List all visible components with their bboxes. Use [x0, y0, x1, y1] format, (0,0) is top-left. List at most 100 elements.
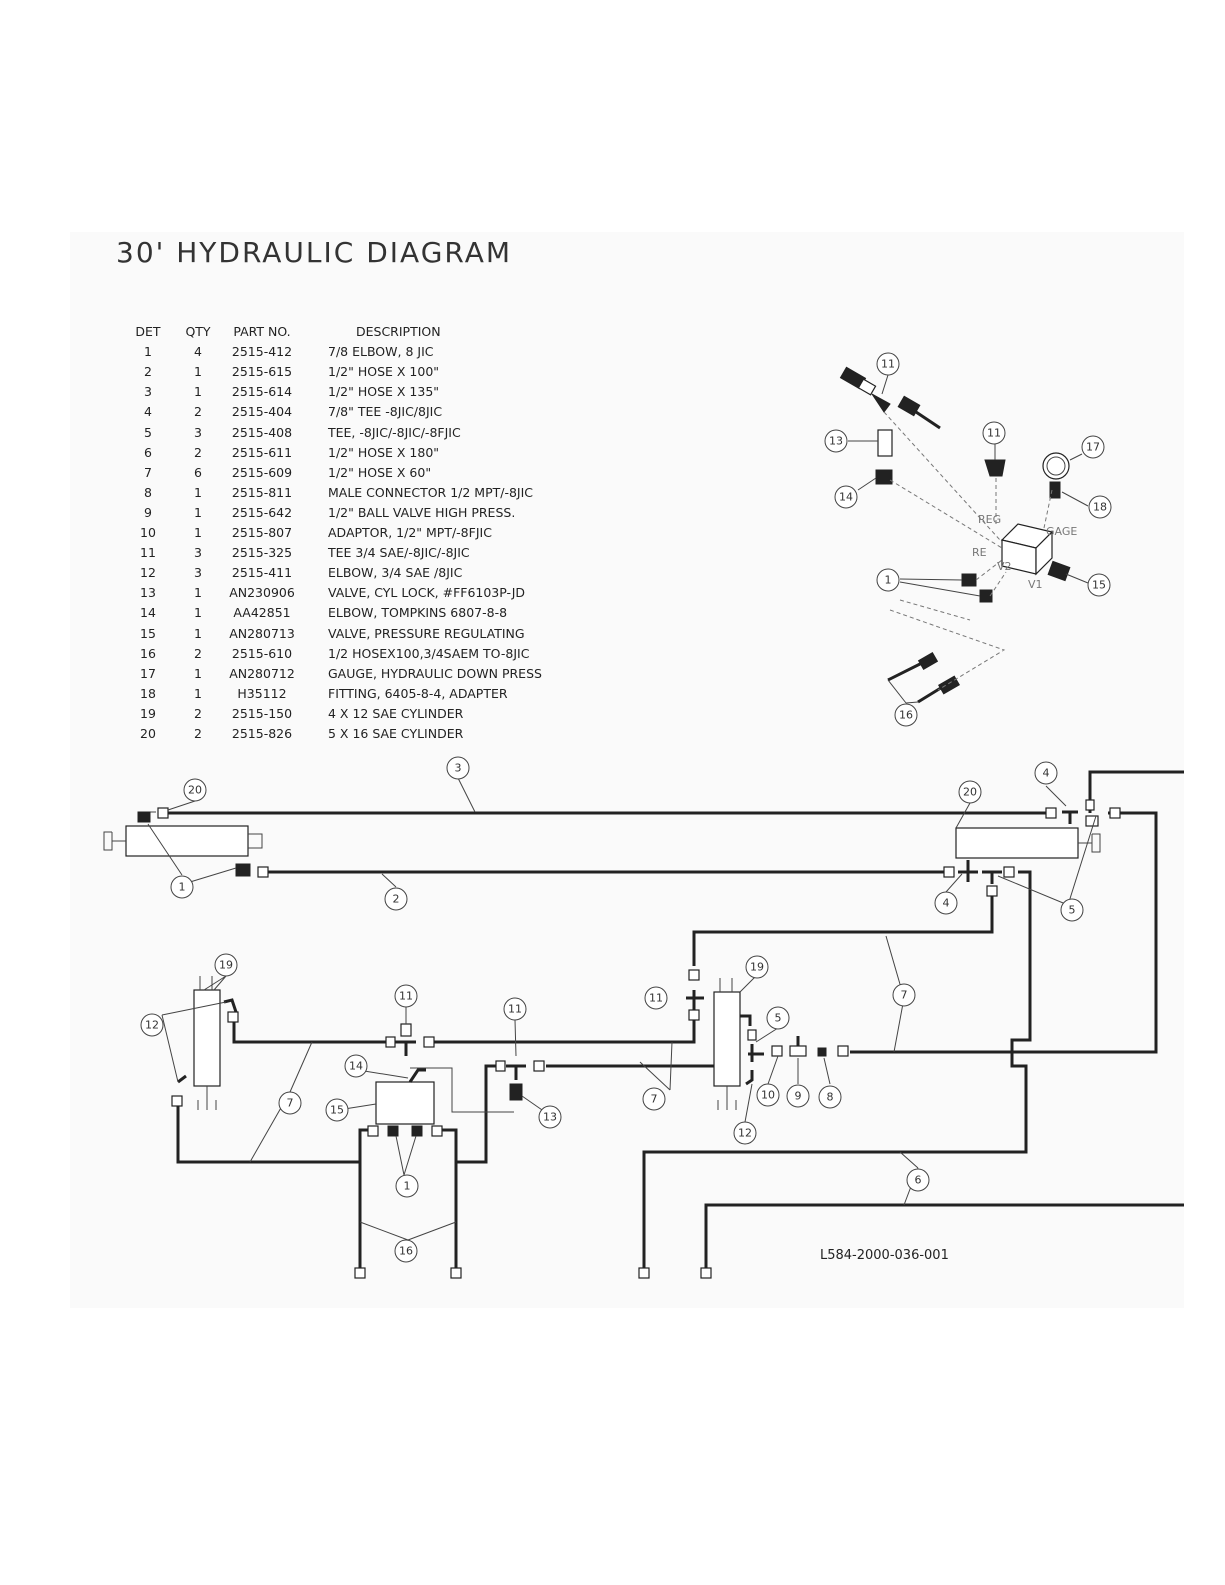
cell-det: 3	[144, 384, 152, 400]
cell-qty: 1	[194, 384, 202, 400]
cell-part: 2515-611	[231, 444, 293, 460]
tee-fitting-11b-detail	[984, 459, 1006, 477]
cell-part: 2515-411	[231, 565, 293, 581]
tee-11-b	[495, 1060, 545, 1101]
svg-text:15: 15	[330, 1104, 344, 1117]
valve-label-v1: V1	[1028, 578, 1043, 591]
cell-desc: 5 X 16 SAE CYLINDER	[328, 726, 464, 741]
cell-det: 14	[140, 605, 156, 621]
svg-text:17: 17	[1086, 441, 1100, 454]
callout-18-detail: 18	[1088, 495, 1112, 519]
valve-label-re: RE	[972, 546, 987, 559]
callout-19-right: 19	[745, 955, 769, 979]
cell-det: 16	[140, 645, 156, 661]
cyl-lock-valve-13	[509, 1083, 523, 1101]
cell-qty: 1	[194, 484, 202, 500]
cell-part: 2515-412	[231, 344, 293, 360]
cell-qty: 1	[194, 605, 202, 621]
elbow-1-detail-a	[961, 573, 977, 587]
cell-det: 20	[140, 726, 156, 741]
cell-det: 10	[140, 525, 156, 540]
svg-text:7: 7	[651, 1093, 658, 1106]
callout-1-left: 1	[170, 875, 194, 899]
cell-part: AN280712	[229, 665, 295, 681]
page-title: 30' HYDRAULIC DIAGRAM	[116, 236, 513, 269]
pressure-regulating-valve-15	[367, 1068, 443, 1137]
svg-text:20: 20	[963, 786, 977, 799]
cell-part: AN280713	[229, 625, 295, 641]
tee-11-a	[385, 1023, 435, 1056]
svg-text:12: 12	[738, 1127, 752, 1140]
drawing-sheet	[70, 232, 1184, 1308]
svg-text:11: 11	[649, 992, 663, 1005]
cylinder-19-right	[713, 978, 764, 1110]
cell-desc: 7/8" TEE -8JIC/8JIC	[328, 404, 443, 420]
callout-15: 15	[325, 1098, 349, 1122]
svg-text:14: 14	[839, 491, 853, 504]
cell-desc: 1/2" HOSE X 100"	[328, 364, 440, 380]
cell-qty: 2	[194, 726, 202, 741]
cell-part: 2515-811	[231, 484, 293, 500]
cell-part: 2515-807	[231, 525, 293, 540]
svg-text:15: 15	[1092, 579, 1106, 592]
callout-11-b: 11	[503, 997, 527, 1021]
cell-desc: 1/2 HOSEX100,3/4SAEM TO-8JIC	[328, 645, 530, 661]
cell-det: 1	[144, 344, 152, 360]
elbow-14-detail	[875, 469, 893, 485]
cell-desc: ELBOW, TOMPKINS 6807-8-8	[328, 605, 508, 621]
adaptor-10	[771, 1045, 783, 1057]
callout-5-upper: 5	[1060, 898, 1084, 922]
header-qty: QTY	[185, 324, 211, 339]
cell-det: 9	[144, 504, 152, 520]
header-desc: DESCRIPTION	[356, 324, 441, 339]
cell-desc: GAUGE, HYDRAULIC DOWN PRESS	[328, 665, 542, 681]
cell-det: 11	[140, 545, 156, 561]
cell-det: 17	[140, 665, 156, 681]
callout-4-lower: 4	[934, 891, 958, 915]
svg-text:12: 12	[145, 1019, 159, 1032]
cell-qty: 1	[194, 685, 202, 701]
cell-det: 12	[140, 565, 156, 581]
cell-desc: VALVE, PRESSURE REGULATING	[328, 625, 525, 641]
svg-text:4: 4	[1043, 767, 1050, 780]
svg-text:7: 7	[901, 989, 908, 1002]
cell-desc: ADAPTOR, 1/2" MPT/-8FJIC	[328, 525, 492, 540]
callout-9: 9	[786, 1084, 810, 1108]
callout-15-detail: 15	[1087, 573, 1111, 597]
callout-8: 8	[818, 1085, 842, 1109]
cell-qty: 3	[194, 424, 202, 440]
callout-20-left: 20	[183, 778, 207, 802]
cell-part: 2515-150	[231, 705, 293, 721]
cell-qty: 2	[194, 444, 202, 460]
callout-7-left: 7	[278, 1091, 302, 1115]
header-part: PART NO.	[233, 324, 291, 339]
valve-label-v2: V2	[997, 560, 1012, 573]
cell-desc: ELBOW, 3/4 SAE /8JIC	[328, 565, 463, 581]
callout-11-c: 11	[644, 986, 668, 1010]
callout-20-right: 20	[958, 780, 982, 804]
svg-text:11: 11	[881, 358, 895, 371]
hose-6-a	[642, 870, 1032, 1268]
cell-desc: MALE CONNECTOR 1/2 MPT/-8JIC	[328, 484, 534, 500]
cell-desc: FITTING, 6405-8-4, ADAPTER	[328, 685, 508, 701]
svg-text:6: 6	[915, 1174, 922, 1187]
hose-16-detail	[887, 651, 960, 704]
cell-part: AN230906	[229, 585, 295, 601]
svg-text:3: 3	[455, 762, 462, 775]
ball-valve-9	[789, 1045, 807, 1057]
svg-text:1: 1	[179, 881, 186, 894]
drawing-number: L584-2000-036-001	[820, 1248, 949, 1263]
cell-desc: 1/2" HOSE X 180"	[328, 444, 440, 460]
cylinder-20-right	[943, 799, 1121, 897]
callout-16: 16	[394, 1239, 418, 1263]
cell-det: 8	[144, 484, 152, 500]
cell-qty: 1	[194, 665, 202, 681]
callout-1: 1	[395, 1174, 419, 1198]
cell-desc: 1/2" BALL VALVE HIGH PRESS.	[328, 504, 516, 520]
svg-text:19: 19	[750, 961, 764, 974]
callout-14-detail: 14	[834, 485, 858, 509]
cell-desc: 4 X 12 SAE CYLINDER	[328, 705, 464, 721]
cell-det: 2	[144, 364, 152, 380]
cell-qty: 4	[194, 344, 202, 360]
cell-part: 2515-404	[231, 404, 293, 420]
